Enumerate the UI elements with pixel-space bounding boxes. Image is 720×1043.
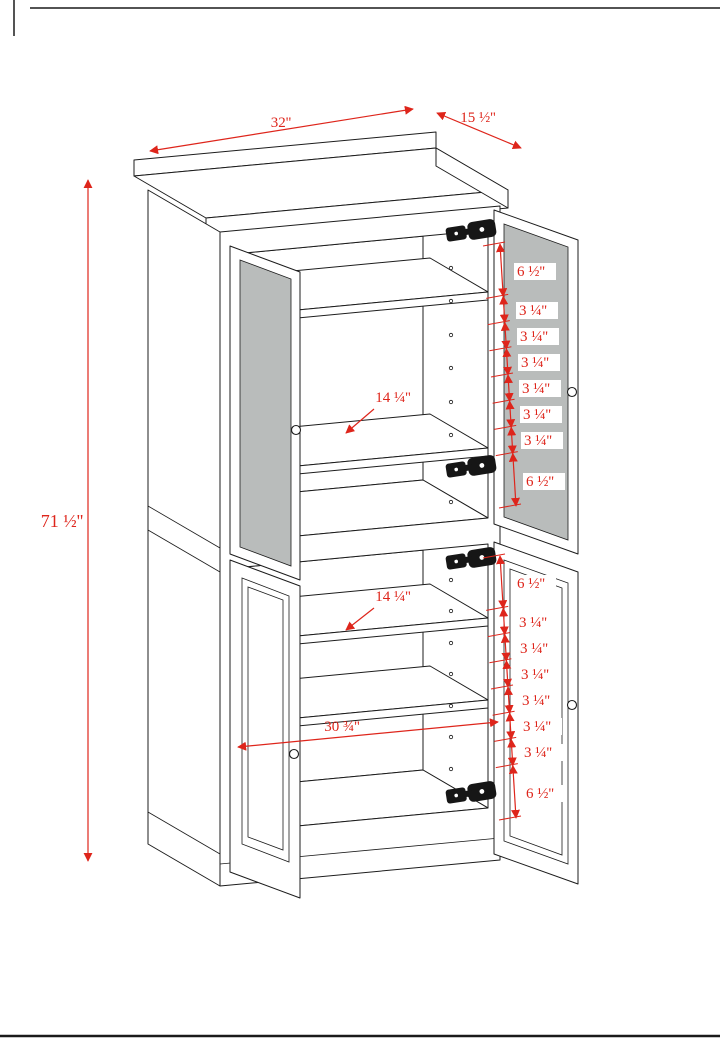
overall-depth-dimension: 15 ½'' [436,110,522,150]
pin-spacing-label: 3 ¼'' [523,719,551,735]
lower-shelf-depth-label: 14 ¼'' [375,589,411,605]
pin-spacing-label: 3 ¼'' [520,641,548,657]
interior-width-dimension: 30 ¾'' [237,718,499,751]
side-base-seam [147,811,221,855]
upper-shelf-depth-label: 14 ¼'' [375,390,411,406]
lower-chain-labels: 6 ½'' 3 ¼'' 3 ¼'' 3 ¼'' 3 ¼'' 3 ¼'' 3 ¼'… [514,575,565,802]
pin-spacing-label: 3 ¼'' [520,329,548,345]
left-side-panel [147,189,221,887]
dimension-annotations: 32'' 15 ½'' 71 ½'' 14 ¼'' 14 ¼'' 30 ¾'' [41,105,565,862]
lower-left-door [229,559,301,899]
upper-left-door-glass [239,259,292,567]
pin-spacing-label: 3 ¼'' [524,745,552,761]
side-seam-lower [147,529,221,573]
upper-right-door-knob [566,386,578,398]
pin-spacing-label: 6 ½'' [517,264,545,280]
pin-spacing-label: 6 ½'' [526,786,554,802]
pin-spacing-label: 3 ¼'' [519,303,547,319]
pin-spacing-label: 6 ½'' [526,474,554,490]
left-side-face [147,189,221,887]
lower-left-door-panel-outline [241,577,290,863]
pin-spacing-label: 3 ¼'' [521,667,549,683]
upper-left-door [229,245,302,581]
overall-height-label: 71 ½'' [41,511,84,531]
door-hinges [445,219,497,804]
lower-shelf-depth-dimension: 14 ¼'' [345,589,411,631]
hinge-icon [445,547,497,570]
pin-spacing-label: 6 ½'' [517,576,545,592]
pin-spacing-label: 3 ¼'' [522,693,550,709]
lower-left-door-panel-inner [247,586,284,851]
lower-right-door-knob [566,699,578,711]
upper-chain-labels: 6 ½'' 3 ¼'' 3 ¼'' 3 ¼'' 3 ¼'' 3 ¼'' 3 ¼'… [514,263,565,490]
lower-left-door-frame [229,559,301,899]
hinge-icon [445,219,497,242]
top-panel-right-edge [435,147,509,209]
pin-spacing-label: 3 ¼'' [521,355,549,371]
pin-spacing-label: 3 ¼'' [524,433,552,449]
overall-width-dimension: 32'' [149,105,414,155]
upper-shelf-depth-dimension: 14 ¼'' [345,390,411,434]
hinge-icon [445,781,497,804]
overall-height-dimension: 71 ½'' [41,179,93,862]
upper-left-door-knob [290,424,302,436]
upper-shelf-pin-holes [448,265,454,505]
overall-width-label: 32'' [271,115,292,131]
lower-left-door-knob [288,748,300,760]
interior-width-label: 30 ¾'' [324,719,360,735]
upper-pin-spacing-chain: 6 ½'' 3 ¼'' 3 ¼'' 3 ¼'' 3 ¼'' 3 ¼'' 3 ¼'… [482,241,565,509]
side-seam-upper [147,505,221,549]
pin-spacing-label: 3 ¼'' [519,615,547,631]
hinge-icon [445,455,497,478]
cabinet-line-art [133,131,579,899]
pin-spacing-label: 3 ¼'' [522,381,550,397]
pin-spacing-label: 3 ¼'' [523,407,551,423]
lower-pin-spacing-chain: 6 ½'' 3 ¼'' 3 ¼'' 3 ¼'' 3 ¼'' 3 ¼'' 3 ¼'… [482,553,565,821]
overall-depth-label: 15 ½'' [460,110,496,126]
